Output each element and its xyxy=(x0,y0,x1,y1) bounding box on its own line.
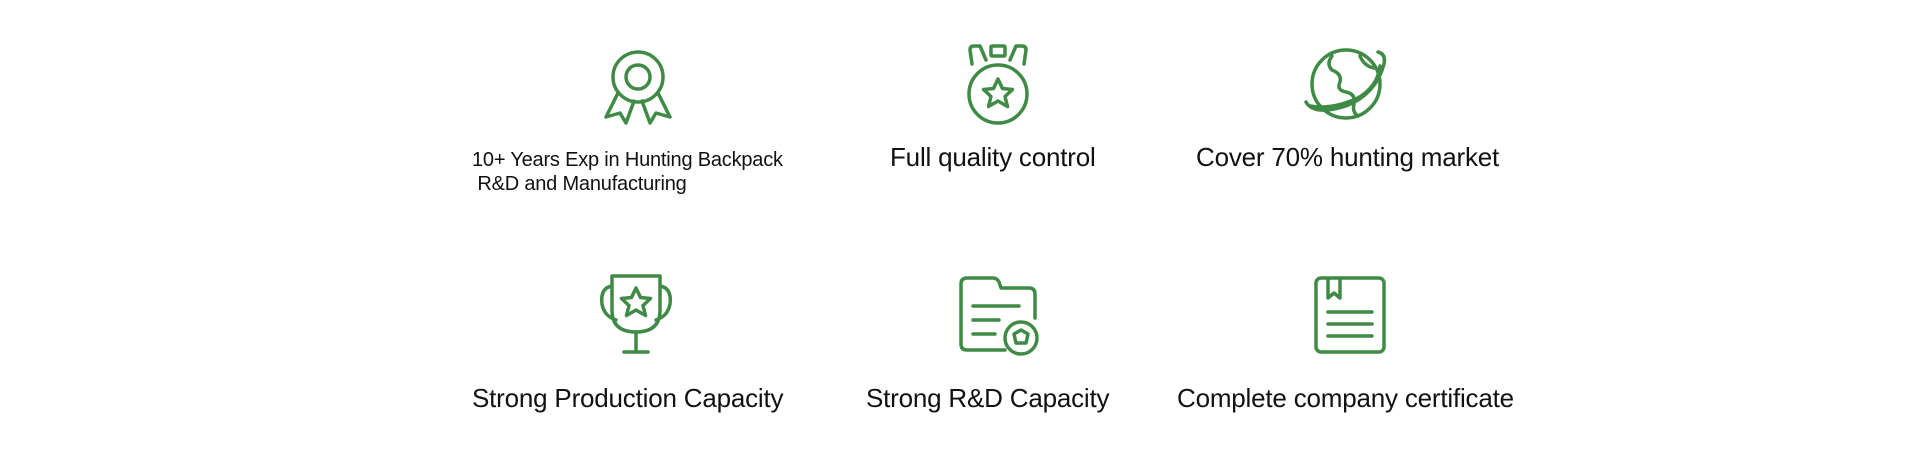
feature-label: Strong R&D Capacity xyxy=(866,383,1110,413)
feature-label: Strong Production Capacity xyxy=(472,383,784,413)
award-ribbon-icon xyxy=(598,45,678,125)
certificate-bookmark-icon xyxy=(1312,274,1388,356)
feature-label: Complete company certificate xyxy=(1177,383,1514,413)
feature-label: Cover 70% hunting market xyxy=(1196,142,1500,172)
star-medal-icon xyxy=(960,42,1036,126)
globe-orbit-icon xyxy=(1302,44,1388,126)
feature-label: Full quality control xyxy=(890,142,1096,172)
feature-label: 10+ Years Exp in Hunting Backpack R&D an… xyxy=(472,149,783,195)
document-folder-badge-icon xyxy=(957,274,1041,356)
trophy-star-icon xyxy=(596,272,676,356)
